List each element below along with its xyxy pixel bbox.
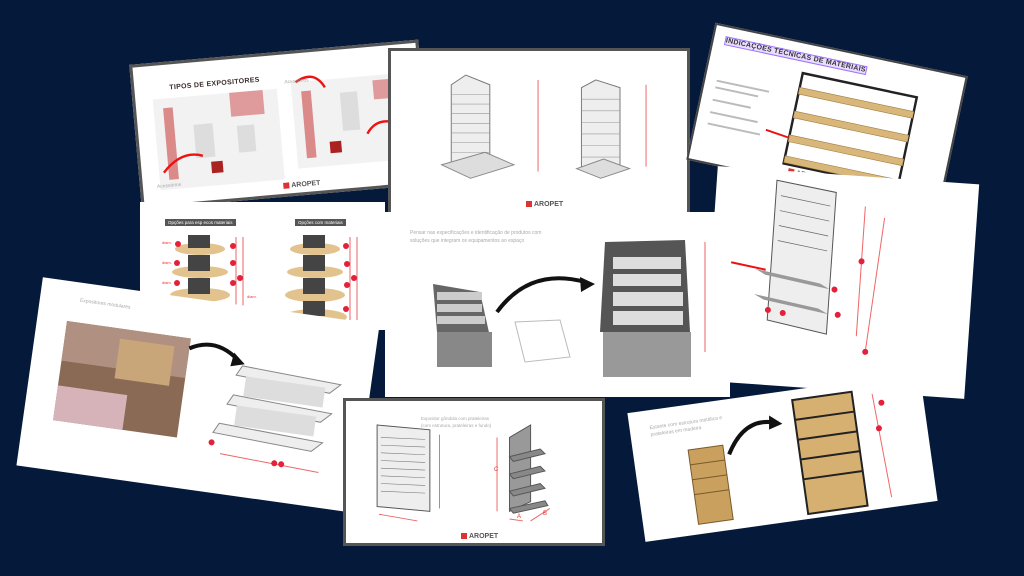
- dim-label-b: B: [543, 511, 548, 517]
- page-torre-expositor: AROPET: [388, 48, 690, 216]
- page-estante-alta: [702, 166, 980, 399]
- wood-shelf-drawing: [687, 390, 893, 525]
- aropet-logo: AROPET: [526, 201, 563, 208]
- caption: (com estrutura, prateleiras e fundo): [421, 423, 492, 428]
- page-mesa-modular: Expositores modulares: [16, 277, 380, 513]
- page-gondola: Expositor gôndola com prateleiras (com e…: [343, 398, 605, 546]
- dim-label: diam.: [162, 240, 172, 245]
- dim-label: diam.: [247, 294, 257, 299]
- page-tipos-expositores: TIPOS DE EXPOSITORES Acessórios Acessóri…: [129, 39, 431, 210]
- tall-shelf-drawing: [730, 179, 886, 355]
- store-photo-and-table-drawing: [53, 321, 343, 473]
- dim-label: diam.: [162, 280, 172, 285]
- caption: Pensar nas especificações e identificaçã…: [410, 230, 542, 236]
- gondola-drawing: [376, 424, 551, 522]
- option-tag: Opções para esp ecos materiais: [165, 219, 236, 226]
- tower-display-drawing: [440, 74, 647, 179]
- vitrine-drawing: [433, 240, 706, 377]
- dim-label-c: C: [494, 467, 499, 473]
- caption: soluções que integram os equipamentos ao…: [410, 238, 525, 244]
- aropet-logo: AROPET: [461, 533, 498, 540]
- page-vitrine: Pensar nas especificações e identificaçã…: [385, 212, 730, 397]
- dim-label: diam.: [162, 260, 172, 265]
- store-layout-illustration: [152, 72, 413, 191]
- dim-label-a: A: [517, 514, 522, 520]
- caption: Expositor gôndola com prateleiras: [421, 416, 490, 421]
- page-estante-madeira: Estante com estrutura metálica e pratele…: [627, 372, 938, 542]
- option-tag: Opções com materiais: [295, 219, 346, 226]
